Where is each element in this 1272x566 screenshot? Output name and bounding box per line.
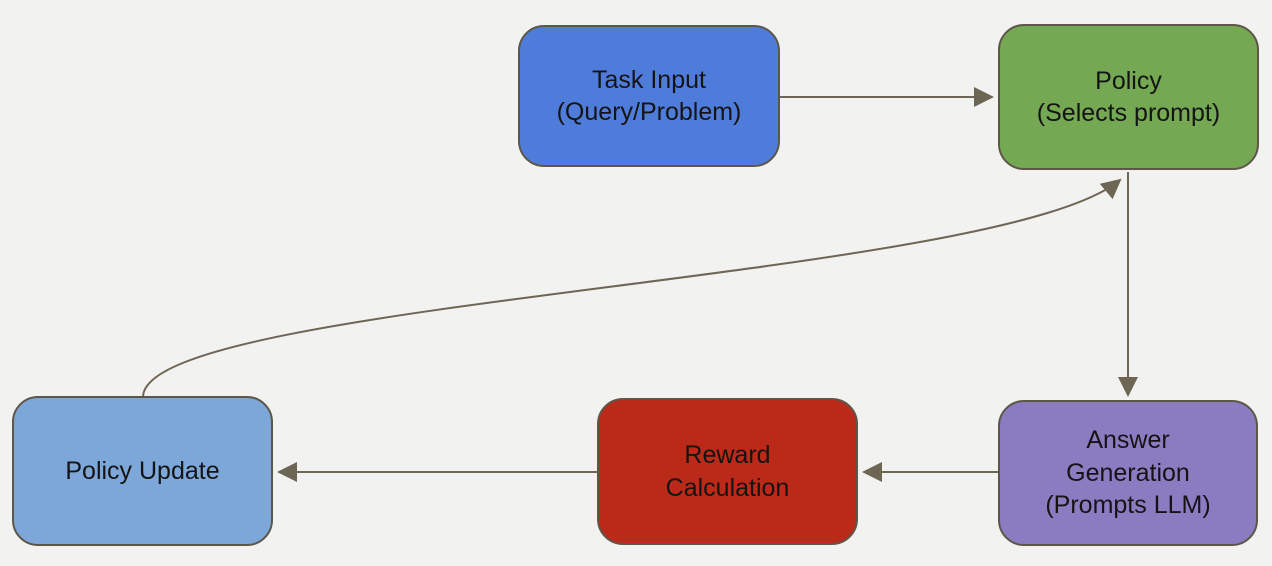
node-policy-update-label: Policy Update [65,456,220,485]
node-answer-generation-label-line2: Generation [1066,458,1190,487]
node-task-input-sublabel: (Query/Problem) [556,98,742,126]
node-task-input: Task Input (Query/Problem) [518,25,780,167]
node-reward-calculation-label-line1: Reward [684,441,771,469]
node-policy: Policy (Selects prompt) [998,24,1259,170]
node-policy-label: Policy [1095,66,1162,95]
node-answer-generation-sublabel: (Prompts LLM) [1045,491,1211,520]
edge-policy-update-to-policy [142,178,1122,397]
node-policy-update: Policy Update [12,396,273,546]
node-reward-calculation-label-line2: Calculation [665,473,790,502]
node-policy-sublabel: (Selects prompt) [1036,99,1221,127]
node-reward-calculation: Reward Calculation [597,398,858,545]
node-answer-generation: Answer Generation (Prompts LLM) [998,400,1258,546]
node-answer-generation-label-line1: Answer [1086,426,1170,455]
node-task-input-label: Task Input [592,65,706,94]
